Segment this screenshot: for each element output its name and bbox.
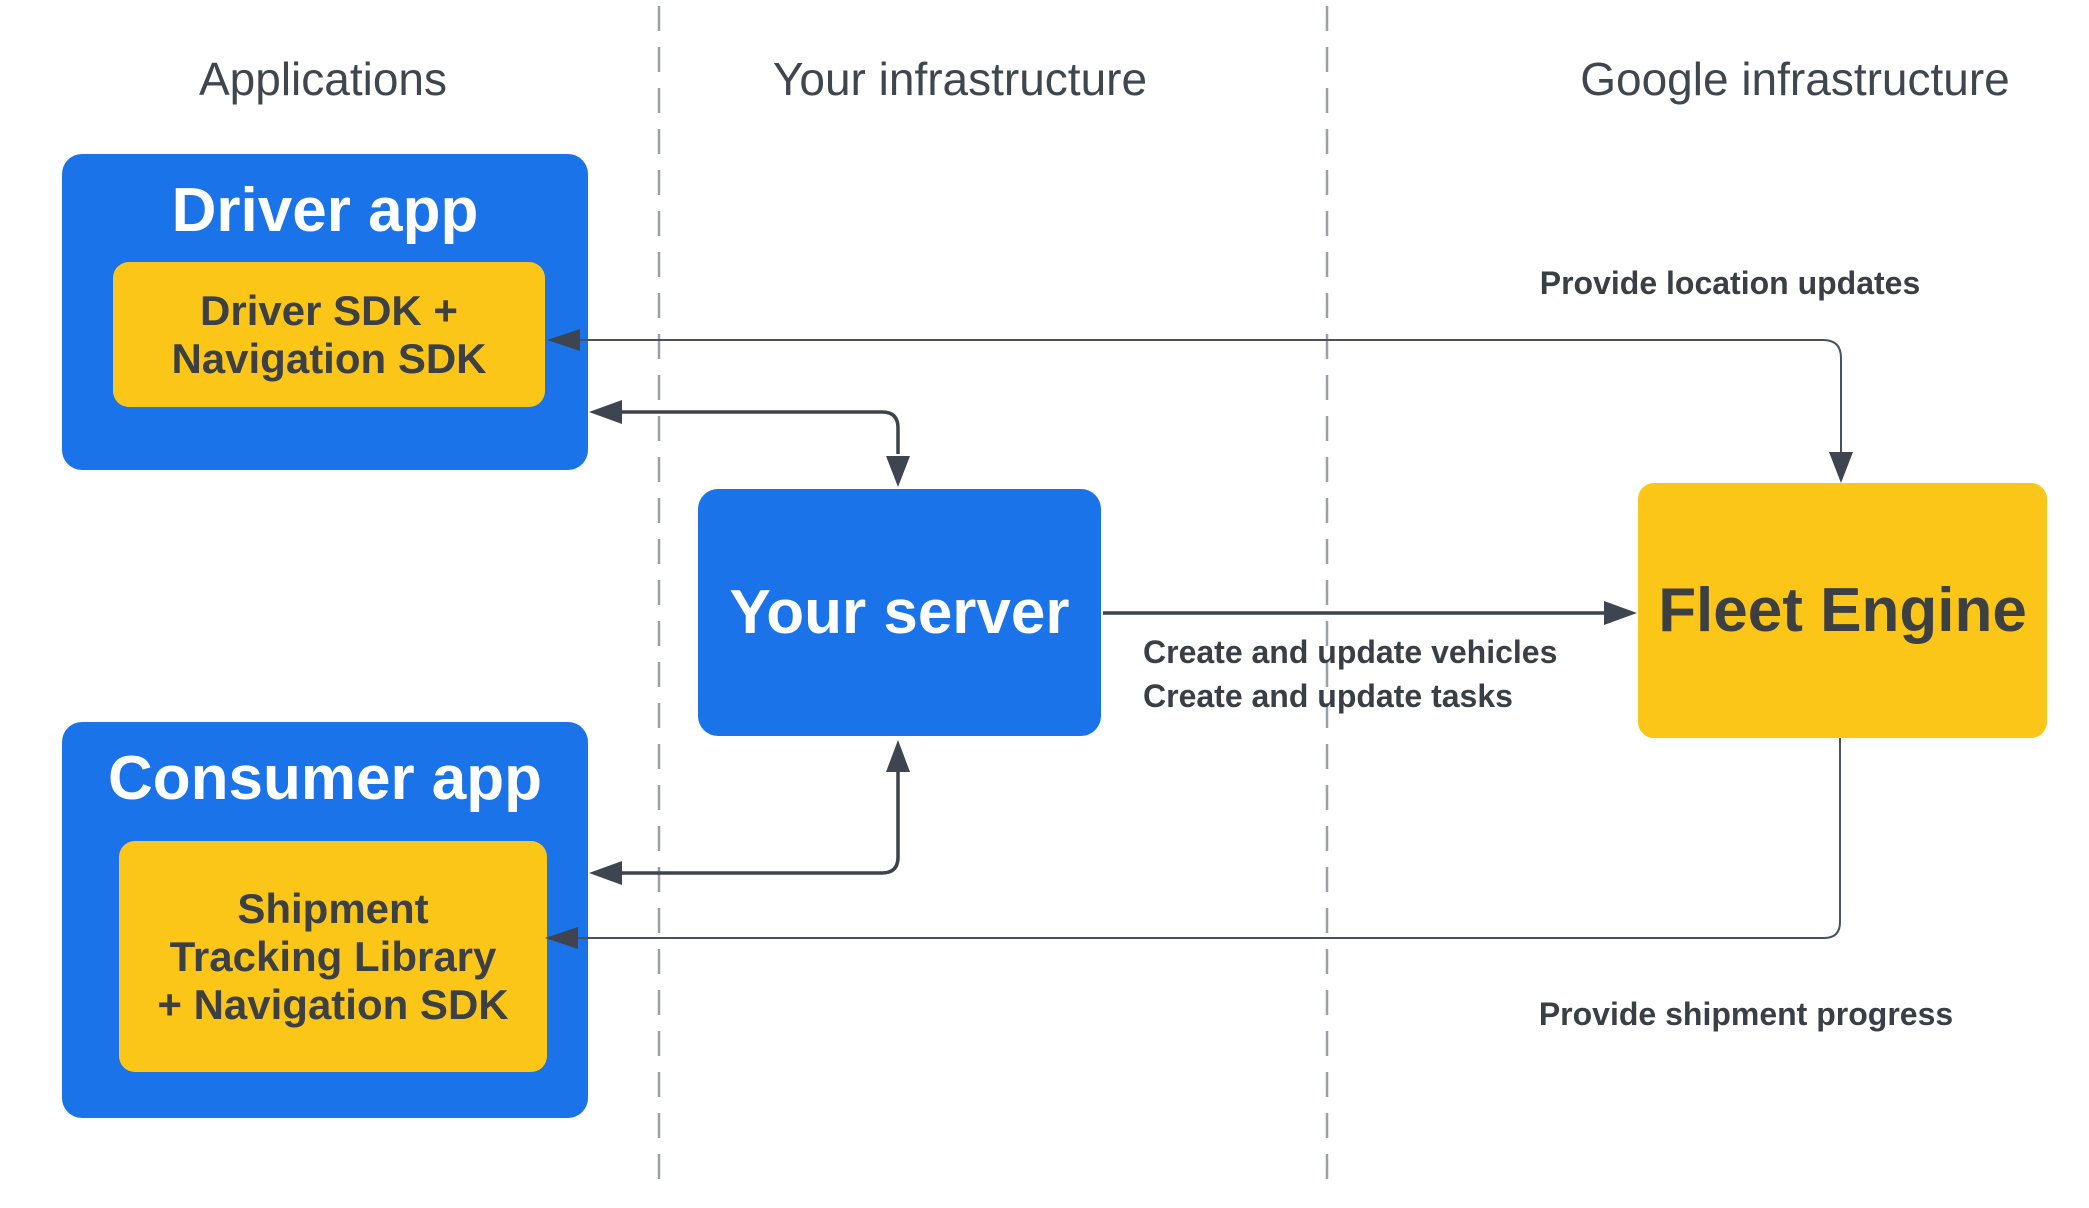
arrowhead-into-your-server-bottom xyxy=(886,740,910,772)
label-provide-location-updates: Provide location updates xyxy=(1539,265,1921,301)
consumer-app-title: Consumer app xyxy=(107,744,543,813)
shipment-tracking-library-label: Shipment Tracking Library + Navigation S… xyxy=(119,841,547,1072)
column-header-applications: Applications xyxy=(198,53,448,105)
edge-driver-sdk-fleet-engine xyxy=(547,329,1853,483)
arrowhead-into-fleet-engine-left xyxy=(1604,601,1637,625)
arrowhead-into-driver-app xyxy=(589,400,622,424)
shipment-tracking-line-2: Tracking Library xyxy=(169,932,497,980)
driver-app-node: Driver app Driver SDK + Navigation SDK xyxy=(62,154,588,470)
consumer-app-node: Consumer app Shipment Tracking Library +… xyxy=(62,722,588,1118)
your-server-node: Your server xyxy=(698,489,1101,736)
driver-app-title: Driver app xyxy=(171,176,479,245)
column-header-google-infrastructure: Google infrastructure xyxy=(1580,53,2010,105)
column-header-your-infrastructure: Your infrastructure xyxy=(772,53,1148,105)
label-provide-shipment-progress: Provide shipment progress xyxy=(1538,996,1954,1032)
driver-sdk-line-2: Navigation SDK xyxy=(171,334,487,382)
label-create-update-vehicles: Create and update vehicles xyxy=(1143,634,1558,670)
edge-your-server-consumer-app xyxy=(589,740,910,885)
driver-sdk-label: Driver SDK + Navigation SDK xyxy=(113,262,545,407)
shipment-tracking-line-1: Shipment xyxy=(237,884,429,932)
fleet-engine-node: Fleet Engine xyxy=(1638,483,2047,738)
arrowhead-into-fleet-engine-top xyxy=(1829,452,1853,483)
edge-fleet-engine-shipment-tracking xyxy=(545,738,1841,949)
arrowhead-into-your-server-top xyxy=(886,456,910,487)
shipment-tracking-library-node: Shipment Tracking Library + Navigation S… xyxy=(119,841,547,1072)
label-create-update-tasks: Create and update tasks xyxy=(1143,678,1513,714)
shipment-tracking-line-3: + Navigation SDK xyxy=(157,980,509,1028)
your-server-title: Your server xyxy=(729,578,1070,647)
edge-driver-app-your-server xyxy=(589,400,910,487)
fleet-engine-title: Fleet Engine xyxy=(1658,576,2027,645)
driver-sdk-line-1: Driver SDK + xyxy=(200,286,458,334)
driver-sdk-node: Driver SDK + Navigation SDK xyxy=(113,262,545,407)
edge-your-server-fleet-engine xyxy=(1103,601,1637,625)
arrowhead-into-consumer-app xyxy=(589,861,622,885)
label-create-and-update: Create and update vehicles Create and up… xyxy=(1143,630,1557,718)
